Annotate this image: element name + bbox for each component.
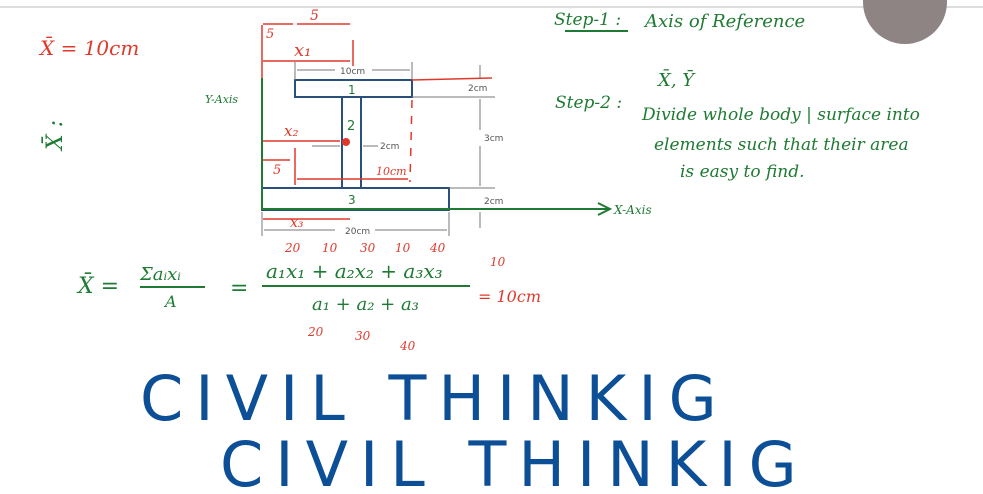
- eq-sum: Σaᵢxᵢ: [139, 264, 181, 285]
- xbar-label: X̄ :: [41, 120, 68, 152]
- red-den-val: 40: [399, 339, 416, 353]
- eq-denominator: a₁ + a₂ + a₃: [312, 294, 419, 315]
- red-num-val: 10: [322, 241, 338, 255]
- red-x2: x₂: [284, 122, 298, 140]
- red-num-val: 30: [360, 241, 376, 255]
- i-section: [261, 79, 450, 211]
- xy-bar: X̄, Ȳ: [656, 68, 696, 91]
- centroid-dot: [342, 138, 350, 146]
- red-10cm: 10cm: [376, 165, 407, 178]
- eq-lhs: X̄ =: [76, 272, 119, 299]
- red-5c: 5: [273, 163, 281, 178]
- dim-top-thickness: 2cm: [468, 84, 487, 94]
- red-num-val: 20: [284, 241, 301, 255]
- red-num-val: 10: [395, 241, 411, 255]
- red-5b: 5: [310, 8, 319, 24]
- dimension-lines: [261, 62, 495, 236]
- step2-line3: is easy to find.: [680, 162, 805, 182]
- dim-top-width: 10cm: [340, 67, 365, 77]
- x-axis-arrow-icon: [597, 202, 613, 216]
- dim-web-height: 3cm: [484, 134, 503, 144]
- step2-label: Step-2 :: [555, 93, 622, 113]
- watermark-line1: CIVIL THINKIG: [140, 362, 729, 435]
- red-x3: x₃: [290, 215, 304, 231]
- step1-text: Axis of Reference: [643, 11, 805, 32]
- watermark-line2: CIVIL THINKIG: [220, 428, 809, 494]
- red-annotation-lines: [261, 23, 493, 220]
- presenter-avatar: [863, 0, 947, 44]
- red-den-val: 30: [355, 329, 371, 343]
- dim-bottom-width: 20cm: [345, 227, 370, 237]
- element-2: 2: [347, 119, 355, 134]
- y-axis-label: Y-Axis: [205, 93, 238, 106]
- step2-line2: elements such that their area: [654, 135, 909, 155]
- xbar-result: X̄ = 10cm: [38, 35, 139, 60]
- eq-result: = 10cm: [478, 287, 541, 306]
- element-1: 1: [348, 83, 356, 97]
- dim-bottom-thickness: 2cm: [484, 197, 503, 207]
- step2-line1: Divide whole body | surface into: [641, 105, 920, 125]
- eq-numerator: a₁x₁ + a₂x₂ + a₃x₃: [266, 259, 443, 283]
- element-3: 3: [348, 193, 356, 207]
- eq-sum-den: A: [163, 292, 177, 311]
- x-axis-label: X-Axis: [613, 203, 652, 217]
- red-den-val: 20: [307, 325, 324, 339]
- red-x1: x₁: [294, 40, 311, 61]
- red-num-val: 10: [490, 255, 506, 269]
- red-5a: 5: [266, 27, 274, 42]
- red-num-val: 40: [429, 241, 446, 255]
- dim-web-thickness: 2cm: [380, 142, 399, 152]
- step1-label: Step-1 :: [554, 10, 621, 30]
- eq-equals: =: [230, 276, 248, 301]
